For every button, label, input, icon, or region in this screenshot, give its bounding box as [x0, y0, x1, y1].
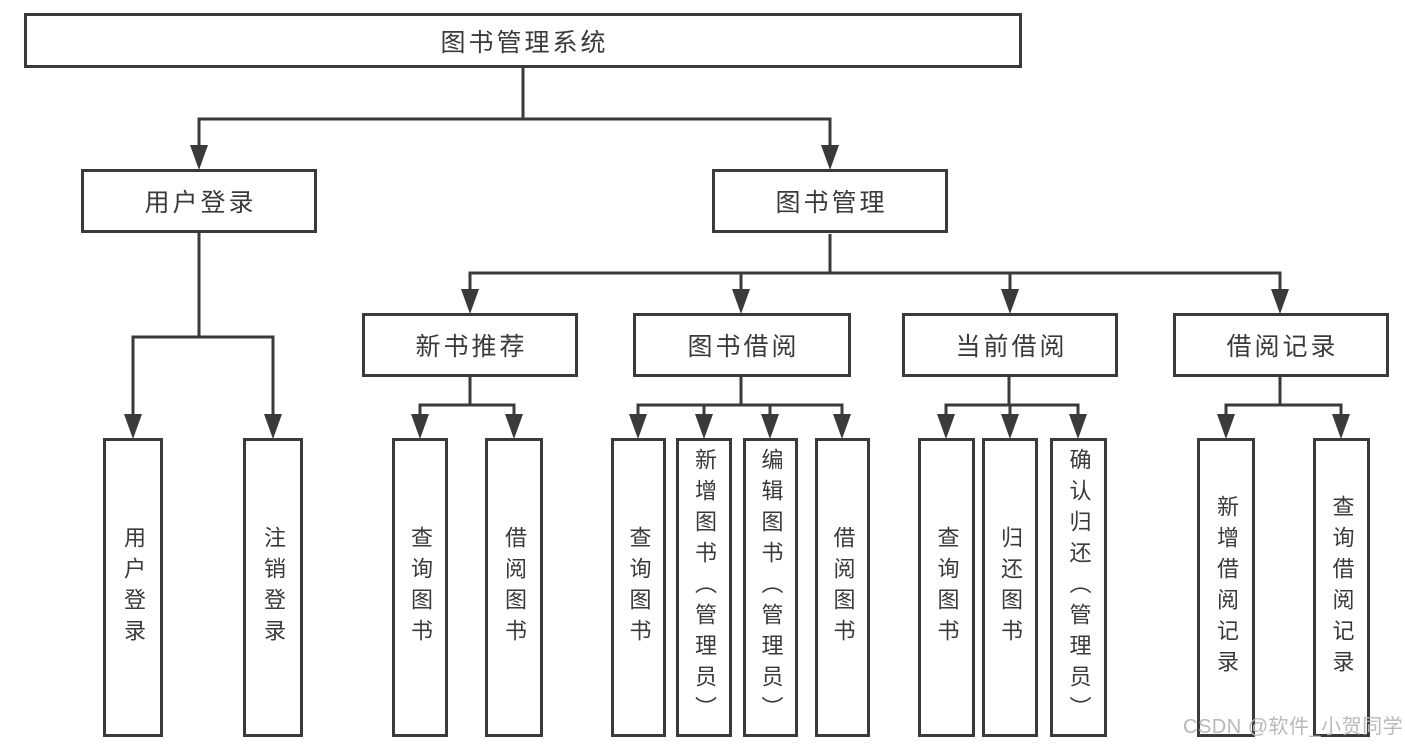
connector-current-borrowing-children	[937, 377, 1087, 439]
csdn-watermark: CSDN @软件_小贺同学	[1183, 716, 1404, 738]
node-new-books: 新书推荐	[362, 313, 578, 377]
leaf-current-confirm-return-admin: 确认归还（管理员）	[1050, 438, 1107, 737]
connector-new-books-children	[411, 377, 523, 439]
leaf-current-query-books-label: 查询图书	[934, 525, 960, 650]
leaf-newbooks-query-books: 查询图书	[392, 438, 448, 737]
node-current-borrowing-label: 当前借阅	[955, 333, 1068, 361]
node-borrow-records: 借阅记录	[1173, 313, 1389, 377]
node-book-borrowing-label: 图书借阅	[687, 333, 800, 361]
leaf-user-login-label: 用户登录	[121, 525, 146, 650]
leaf-current-return-books: 归还图书	[982, 438, 1038, 737]
node-current-borrowing: 当前借阅	[902, 313, 1118, 377]
leaf-borrowing-edit-books-admin: 编辑图书（管理员）	[743, 438, 798, 737]
leaf-borrowing-add-books-admin: 新增图书（管理员）	[676, 438, 732, 737]
leaf-current-return-books-label: 归还图书	[998, 525, 1023, 650]
leaf-logout: 注销登录	[243, 438, 303, 737]
connector-borrow-records-children	[1217, 377, 1350, 439]
leaf-newbooks-borrow-books-label: 借阅图书	[502, 525, 527, 650]
leaf-borrowing-borrow-books-label: 借阅图书	[830, 525, 856, 650]
node-user-login-label: 用户登录	[144, 189, 257, 217]
leaf-borrowing-add-books-admin-label: 新增图书（管理员）	[692, 448, 717, 727]
leaf-records-query-record: 查询借阅记录	[1313, 438, 1370, 737]
connector-user-login-children	[124, 233, 282, 439]
leaf-current-query-books: 查询图书	[918, 438, 975, 737]
leaf-newbooks-borrow-books: 借阅图书	[485, 438, 543, 737]
node-new-books-label: 新书推荐	[415, 333, 528, 361]
leaf-borrowing-query-books: 查询图书	[611, 438, 666, 737]
leaf-borrowing-edit-books-admin-label: 编辑图书（管理员）	[758, 448, 784, 727]
node-borrow-records-label: 借阅记录	[1226, 333, 1339, 361]
node-root: 图书管理系统	[24, 13, 1022, 68]
leaf-borrowing-borrow-books: 借阅图书	[815, 438, 870, 737]
connector-book-management-children	[461, 234, 1289, 314]
connector-root-to-level1	[190, 68, 839, 170]
leaf-records-add-record: 新增借阅记录	[1197, 438, 1255, 737]
node-book-management: 图书管理	[712, 169, 948, 233]
node-root-label: 图书管理系统	[440, 28, 609, 57]
leaf-borrowing-query-books-label: 查询图书	[626, 525, 652, 650]
leaf-records-add-record-label: 新增借阅记录	[1214, 494, 1239, 681]
leaf-logout-label: 注销登录	[261, 525, 286, 650]
leaf-records-query-record-label: 查询借阅记录	[1329, 494, 1355, 681]
node-book-management-label: 图书管理	[775, 189, 888, 217]
leaf-newbooks-query-books-label: 查询图书	[408, 525, 433, 650]
node-book-borrowing: 图书借阅	[633, 313, 851, 377]
node-user-login: 用户登录	[81, 169, 317, 233]
leaf-user-login: 用户登录	[103, 438, 163, 737]
connector-book-borrowing-children	[629, 377, 851, 439]
leaf-current-confirm-return-admin-label: 确认归还（管理员）	[1066, 448, 1092, 727]
